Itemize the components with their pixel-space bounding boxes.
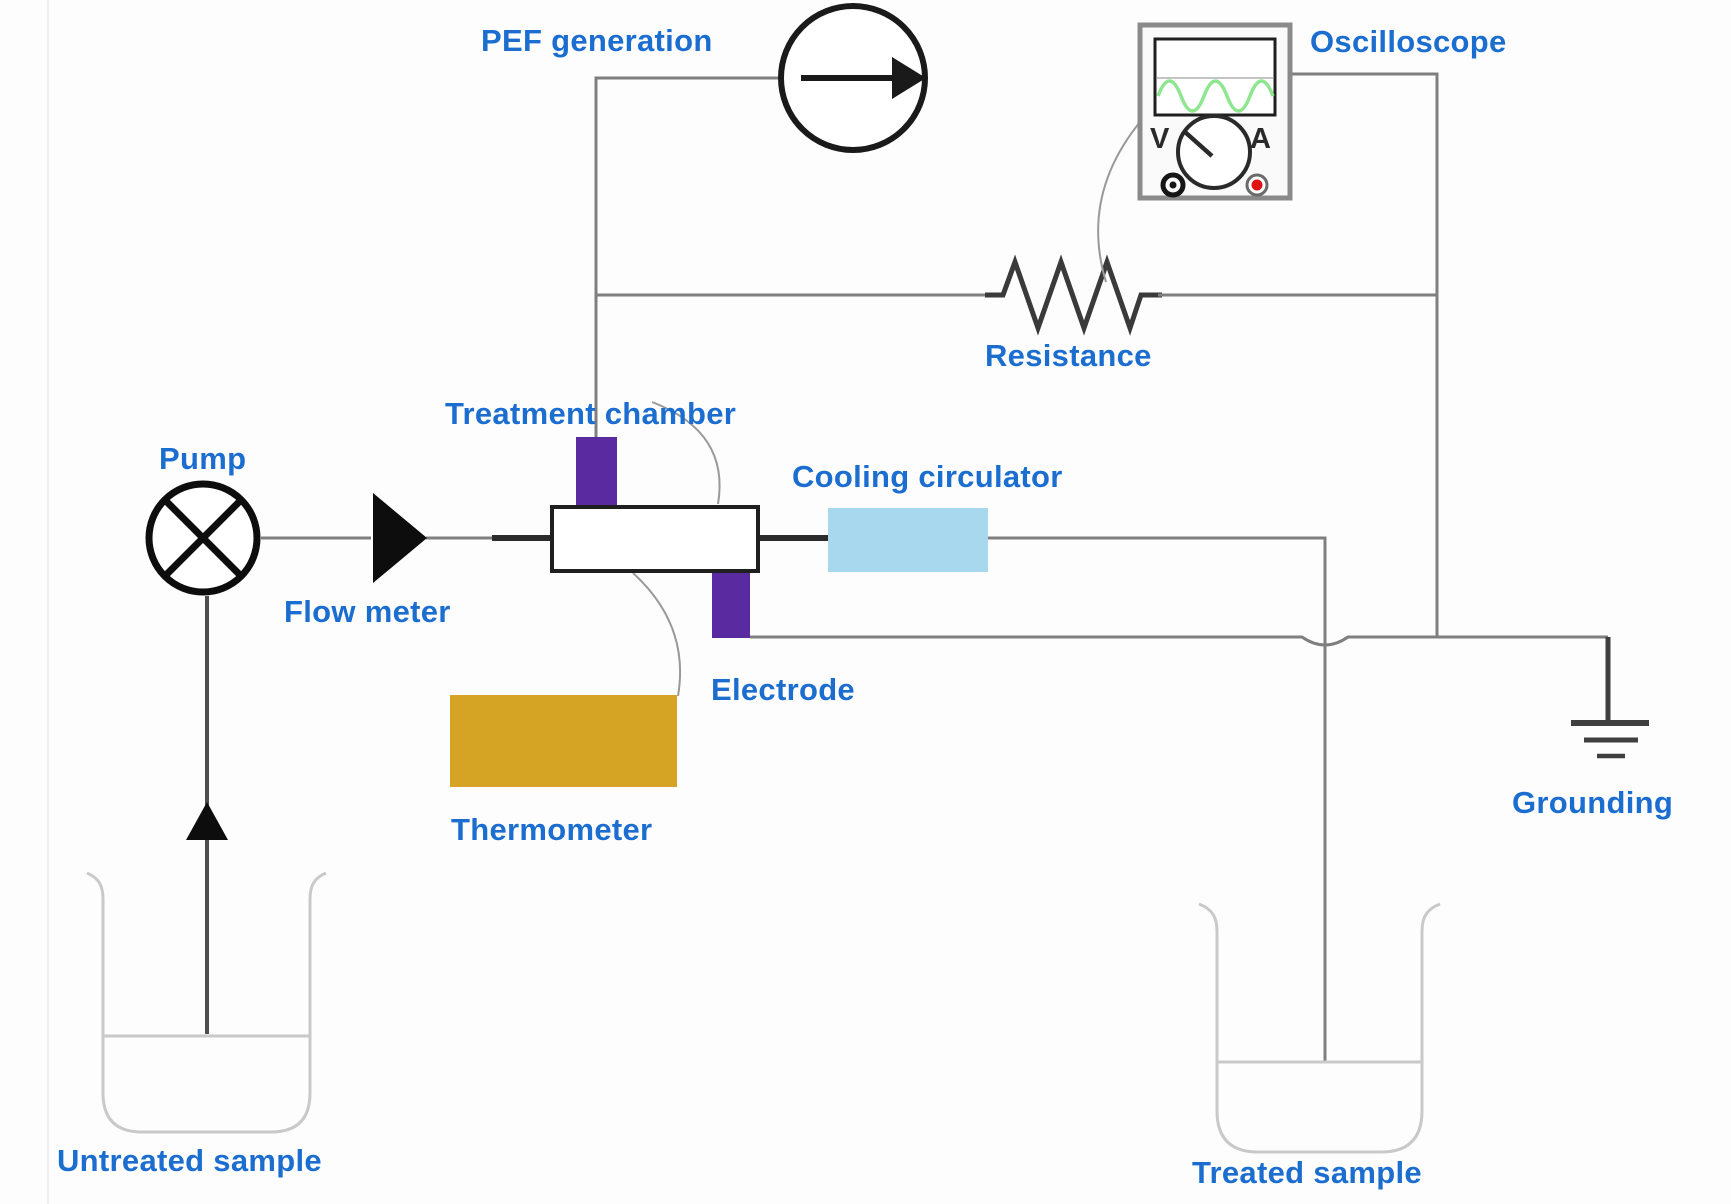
terminal-red-dot xyxy=(1251,179,1263,191)
volt-label: V xyxy=(1150,123,1170,155)
flow-direction-icon xyxy=(186,802,228,840)
cooling-circulator-box xyxy=(828,508,988,572)
pef-arrow-head xyxy=(892,57,926,99)
beaker-outline xyxy=(86,871,327,1134)
electrode-top xyxy=(576,437,617,509)
terminal-black-ring xyxy=(1160,172,1186,198)
treated-sample-beaker-icon xyxy=(1198,902,1441,1154)
label-electrode: Electrode xyxy=(711,672,855,707)
beaker-outline xyxy=(1198,902,1441,1154)
untreated-sample-beaker-icon xyxy=(86,871,327,1134)
leader-thermometer xyxy=(632,572,682,697)
leader-oscilloscope-to-resistor xyxy=(1097,121,1141,283)
label-treated-sample: Treated sample xyxy=(1192,1155,1422,1190)
label-oscilloscope: Oscilloscope xyxy=(1310,24,1507,59)
flow-meter-icon xyxy=(373,493,427,583)
wire-cooler-to-treated-sample xyxy=(988,536,1327,1061)
label-treatment-chamber: Treatment chamber xyxy=(445,396,737,431)
terminal-black-dot xyxy=(1169,181,1177,189)
label-pump: Pump xyxy=(159,441,247,476)
pef-generator-icon xyxy=(778,3,928,153)
sine-wave-icon xyxy=(1156,79,1275,113)
wire-electrode-to-ground xyxy=(750,635,1608,647)
label-cooling-circulator: Cooling circulator xyxy=(792,459,1063,494)
dial-knob xyxy=(1176,114,1252,190)
page-edge-line xyxy=(47,0,49,1204)
electrode-bottom xyxy=(712,570,750,638)
label-grounding: Grounding xyxy=(1512,785,1674,820)
amp-label: A xyxy=(1250,123,1271,155)
pump-icon xyxy=(145,480,261,596)
label-resistance: Resistance xyxy=(985,338,1152,373)
pump-cross xyxy=(162,497,244,579)
resistor-icon xyxy=(985,254,1162,336)
grounding-icon xyxy=(1571,720,1649,759)
thermometer-box xyxy=(450,695,677,787)
label-pef-generation: PEF generation xyxy=(481,23,713,58)
wire-oscilloscope-to-ground xyxy=(1290,72,1439,637)
label-thermometer: Thermometer xyxy=(451,812,653,847)
dial-needle xyxy=(1183,130,1214,158)
label-flow-meter: Flow meter xyxy=(284,594,451,629)
wire-pef-to-electrode xyxy=(594,76,781,439)
oscilloscope-icon: V A xyxy=(1137,22,1293,201)
label-untreated-sample: Untreated sample xyxy=(57,1143,322,1178)
treatment-chamber-box xyxy=(550,505,760,573)
leader-treatment-chamber xyxy=(651,401,721,505)
